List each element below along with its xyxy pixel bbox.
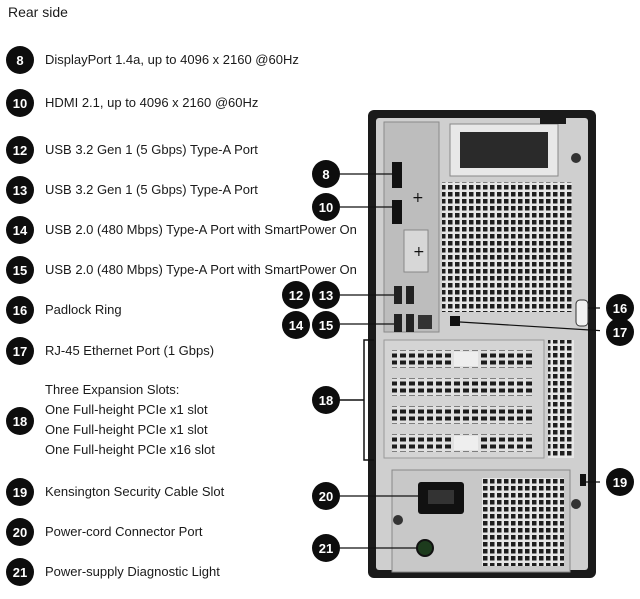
- callout-badge-15: 15: [312, 311, 340, 339]
- svg-text:+: +: [413, 244, 425, 260]
- legend-label-expansion: Three Expansion Slots: One Full-height P…: [45, 380, 215, 460]
- legend-label-psu-light: Power-supply Diagnostic Light: [45, 564, 220, 579]
- legend-label-usb20-a: USB 2.0 (480 Mbps) Type-A Port with Smar…: [45, 222, 357, 237]
- legend-badge-12: 12: [6, 136, 34, 164]
- legend-badge-13: 13: [6, 176, 34, 204]
- legend-label-rj45: RJ-45 Ethernet Port (1 Gbps): [45, 343, 215, 358]
- fan-grill: [442, 182, 572, 312]
- hdmi-port: [392, 200, 402, 224]
- psu-grill: [482, 478, 564, 566]
- legend-label-kensington: Kensington Security Cable Slot: [45, 484, 225, 499]
- callout-badge-17: 17: [606, 318, 634, 346]
- svg-text:+: +: [412, 190, 424, 206]
- callout-badge-21: 21: [312, 534, 340, 562]
- legend-label-usb32-a: USB 3.2 Gen 1 (5 Gbps) Type-A Port: [45, 142, 258, 157]
- legend-badge-17: 17: [6, 337, 34, 365]
- callout-badge-12: 12: [282, 281, 310, 309]
- padlock-ring: [575, 299, 589, 327]
- legend-label-usb32-b: USB 3.2 Gen 1 (5 Gbps) Type-A Port: [45, 182, 258, 197]
- legend-badge-10: 10: [6, 89, 34, 117]
- expansion-slot-3: [392, 406, 532, 424]
- legend-label-hdmi: HDMI 2.1, up to 4096 x 2160 @60Hz: [45, 95, 259, 110]
- usb20-port-a: [394, 314, 402, 332]
- expansion-line-4: One Full-height PCIe x16 slot: [45, 442, 215, 457]
- callout-badge-14: 14: [282, 311, 310, 339]
- expansion-slot-2: [392, 378, 532, 396]
- legend-badge-15: 15: [6, 256, 34, 284]
- callout-badge-8: 8: [312, 160, 340, 188]
- legend-label-displayport: DisplayPort 1.4a, up to 4096 x 2160 @60H…: [45, 52, 299, 67]
- expansion-line-2: One Full-height PCIe x1 slot: [45, 402, 208, 417]
- legend-badge-18: 18: [6, 407, 34, 435]
- legend-badge-19: 19: [6, 478, 34, 506]
- callout-badge-19: 19: [606, 468, 634, 496]
- tower-rear-illustration: + +: [336, 110, 600, 578]
- legend-badge-20: 20: [6, 518, 34, 546]
- callout-badge-20: 20: [312, 482, 340, 510]
- legend-label-usb20-b: USB 2.0 (480 Mbps) Type-A Port with Smar…: [45, 262, 357, 277]
- rj45-port: [418, 315, 432, 329]
- section-title: Rear side: [8, 4, 68, 20]
- expansion-line-1: Three Expansion Slots:: [45, 382, 180, 397]
- legend-badge-14: 14: [6, 216, 34, 244]
- usb20-port-b: [406, 314, 414, 332]
- usb32-port-a: [394, 286, 402, 304]
- legend-badge-21: 21: [6, 558, 34, 586]
- callout-badge-18: 18: [312, 386, 340, 414]
- usb32-port-b: [406, 286, 414, 304]
- psu-diagnostic-light: [416, 539, 434, 557]
- kensington-slot: [580, 474, 586, 486]
- legend-badge-16: 16: [6, 296, 34, 324]
- callout-badge-10: 10: [312, 193, 340, 221]
- legend-label-power-cord: Power-cord Connector Port: [45, 524, 203, 539]
- legend-label-padlock: Padlock Ring: [45, 302, 122, 317]
- callout-badge-13: 13: [312, 281, 340, 309]
- callout-badge-16: 16: [606, 294, 634, 322]
- expansion-line-3: One Full-height PCIe x1 slot: [45, 422, 208, 437]
- displayport-port: [392, 162, 402, 188]
- legend-badge-8: 8: [6, 46, 34, 74]
